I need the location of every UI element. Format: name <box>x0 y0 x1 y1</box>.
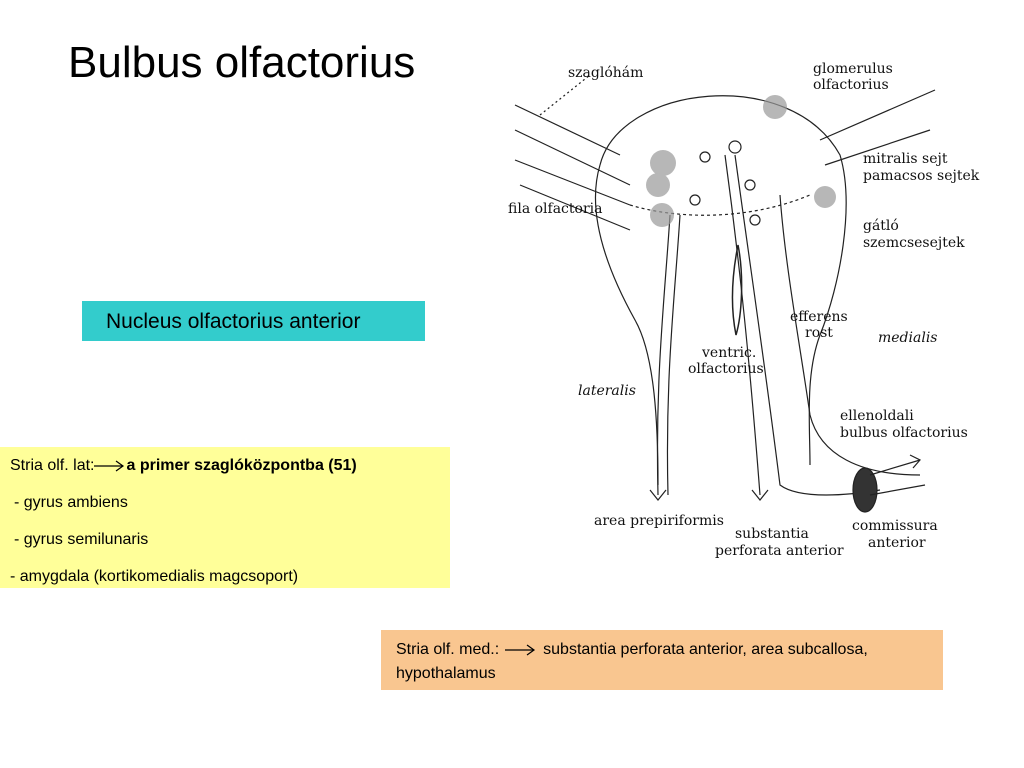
label-efferens-2: rost <box>805 325 833 341</box>
granule-cell <box>749 214 761 226</box>
label-commissura-2: anterior <box>868 535 926 551</box>
label-substantia-2: perforata anterior <box>715 543 844 559</box>
label-glomerulus-1: glomerulus <box>813 61 893 77</box>
label-lateralis: lateralis <box>578 383 636 399</box>
label-medialis: medialis <box>878 330 938 346</box>
ventricle <box>731 244 743 336</box>
label-szaglo: szaglóhám <box>568 65 643 81</box>
stria-lateral-item: - gyrus semilunaris <box>14 531 149 548</box>
olfactory-bulb-diagram: szaglóhám glomerulus olfactorius mitrali… <box>508 61 980 559</box>
nucleus-label-box: Nucleus olfactorius anterior <box>82 301 425 341</box>
label-ventric-2: olfactorius <box>688 361 764 377</box>
label-ellenoldali-2: bulbus olfactorius <box>840 425 968 441</box>
label-area-prepiriformis: area prepiriformis <box>594 513 724 529</box>
arrow-right-icon <box>505 644 536 656</box>
label-commissura-1: commissura <box>852 518 938 534</box>
stria-lateral-box: Stria olf. lat: a primer szaglóközpontba … <box>0 447 450 588</box>
nucleus-label: Nucleus olfactorius anterior <box>106 310 361 333</box>
label-gatlo-2: szemcsesejtek <box>863 235 965 251</box>
stria-lateral-item: - gyrus ambiens <box>14 494 128 511</box>
label-ellenoldali-1: ellenoldali <box>840 408 914 424</box>
label-efferens-1: efferens <box>790 309 848 325</box>
bulb-outline <box>599 95 847 466</box>
bulb-outline-left <box>594 164 659 486</box>
lateral-tract-2 <box>666 214 681 496</box>
stria-medial-text: substantia perforata anterior, area subc… <box>396 641 868 682</box>
label-pamacsos: pamacsos sejtek <box>863 168 980 184</box>
stria-lateral-target: a primer szaglóközpontba (51) <box>126 457 357 474</box>
tufted-cell <box>744 179 756 191</box>
label-substantia-1: substantia <box>735 526 809 542</box>
granule-cell <box>689 194 701 206</box>
label-ventric-1: ventric. <box>701 345 756 361</box>
glomerulus <box>650 150 676 176</box>
glomerulus <box>814 186 836 208</box>
glomerulus <box>646 173 670 197</box>
medial-tract <box>724 154 761 496</box>
stria-medial-heading: Stria olf. med.: <box>396 641 500 658</box>
label-mitralis: mitralis sejt <box>863 151 948 167</box>
glomerulus <box>650 203 674 227</box>
label-glomerulus-2: olfactorius <box>813 77 889 93</box>
lateral-tract <box>656 214 671 496</box>
stria-lateral-heading-line: Stria olf. lat: a primer szaglóközpontba … <box>10 455 450 492</box>
mitral-cell <box>728 140 742 154</box>
stria-lateral-item: - amygdala (kortikomedialis magcsoport) <box>10 568 299 585</box>
label-gatlo-1: gátló <box>863 218 899 234</box>
stria-lateral-heading: Stria olf. lat: <box>10 457 95 474</box>
bulb-inner-line <box>629 194 811 216</box>
stria-medial-box: Stria olf. med.:substantia perforata ant… <box>381 630 943 690</box>
page-title: Bulbus olfactorius <box>68 38 416 87</box>
arrow-right-icon <box>94 460 125 472</box>
medial-tract-2 <box>734 154 881 496</box>
label-fila: fila olfactoria <box>508 201 602 217</box>
glomerulus <box>763 95 787 119</box>
mitral-cell <box>699 151 711 163</box>
